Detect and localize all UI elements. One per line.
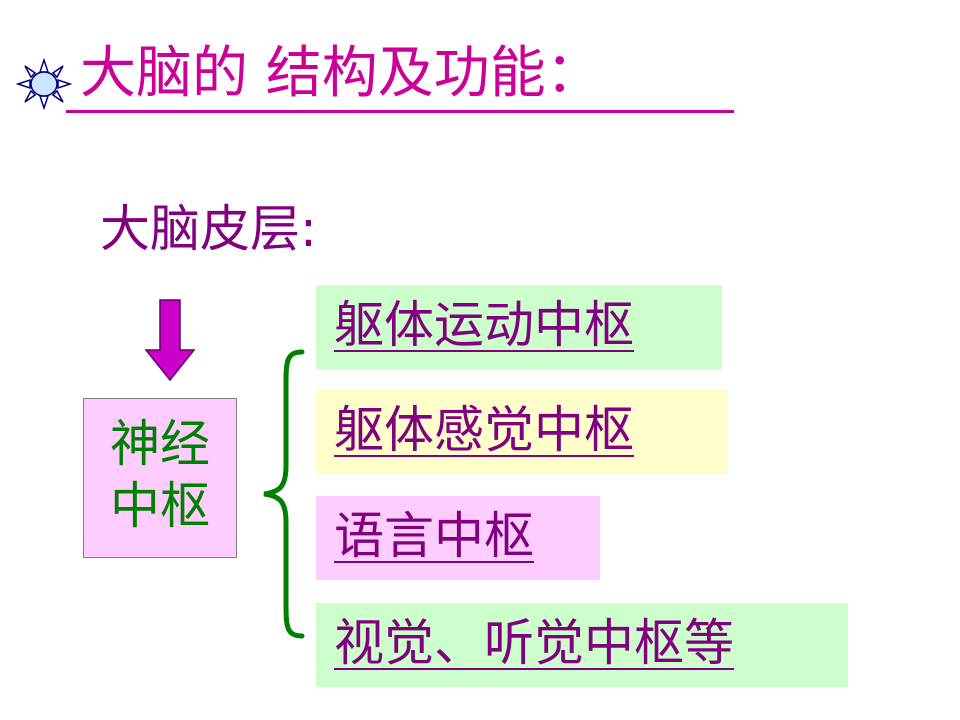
- neural-center-box: 神经 中枢: [83, 398, 237, 558]
- title-underline: [66, 110, 734, 113]
- center-box-line1: 神经: [110, 415, 210, 473]
- item-label: 躯体感觉中枢: [334, 401, 634, 459]
- item-visual-auditory-center[interactable]: 视觉、听觉中枢等: [316, 603, 848, 687]
- item-label: 视觉、听觉中枢等: [334, 614, 734, 672]
- item-language-center[interactable]: 语言中枢: [316, 496, 600, 580]
- center-box-line2: 中枢: [110, 477, 210, 535]
- item-label: 躯体运动中枢: [334, 296, 634, 354]
- slide-title: 大脑的 结构及功能：: [80, 41, 602, 106]
- item-somatic-sensory-center[interactable]: 躯体感觉中枢: [316, 390, 728, 474]
- item-label: 语言中枢: [334, 507, 534, 565]
- down-arrow-icon: [144, 299, 196, 382]
- curly-brace-icon: [263, 349, 305, 639]
- slide-subtitle: 大脑皮层:: [100, 200, 317, 258]
- item-somatic-motor-center[interactable]: 躯体运动中枢: [316, 285, 722, 369]
- sun-icon: [16, 58, 72, 110]
